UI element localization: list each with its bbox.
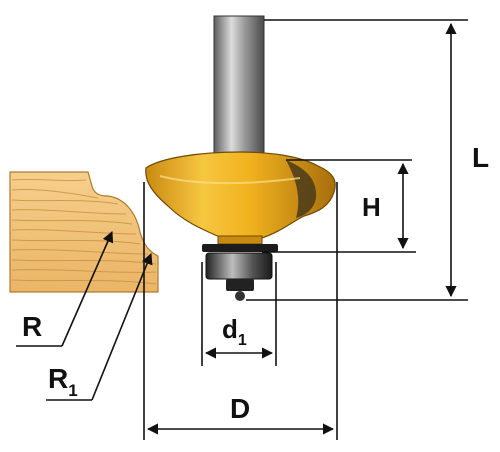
radius-label-R1: R1 (48, 363, 78, 400)
bearing-diameter-label-d1: d1 (222, 314, 247, 349)
bearing-icon (202, 244, 278, 301)
length-label-L: L (472, 142, 489, 173)
radius-label-R1-sub: 1 (68, 381, 77, 400)
diameter-label-D: D (230, 393, 250, 424)
radius-label-R: R (22, 311, 42, 342)
bearing-diameter-label-d1-sub: 1 (238, 332, 247, 349)
height-label-H: H (362, 192, 381, 222)
bearing-diameter-label-d1-main: d (222, 314, 238, 344)
dimension-lines (16, 19, 468, 440)
radius-label-R1-main: R (48, 363, 68, 394)
router-bit-icon (145, 15, 336, 245)
wood-profile-icon (9, 171, 159, 293)
